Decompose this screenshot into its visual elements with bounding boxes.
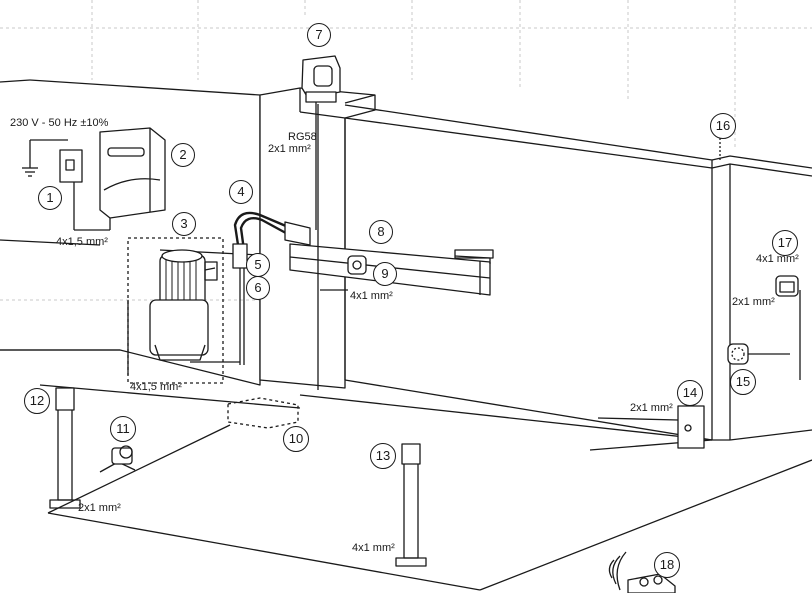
earth-symbol bbox=[22, 139, 68, 177]
callout-11: 11 bbox=[110, 416, 136, 442]
cable-label-photocell-post: 2x1 mm² bbox=[78, 502, 121, 514]
callout-12: 12 bbox=[24, 388, 50, 414]
callout-3: 3 bbox=[172, 212, 196, 236]
cable-label-mains: 4x1,5 mm² bbox=[56, 236, 108, 248]
cable-stop bbox=[99, 445, 136, 473]
callout-13: 13 bbox=[370, 443, 396, 469]
valve-block bbox=[232, 243, 248, 269]
callout-10: 10 bbox=[283, 426, 309, 452]
photocell-pillar bbox=[320, 255, 367, 291]
pump-enclosure bbox=[127, 237, 240, 384]
photocell-right bbox=[727, 343, 790, 365]
flashing-light bbox=[301, 55, 341, 230]
junction-box bbox=[227, 104, 319, 429]
cable-label-light-17: 4x1 mm² bbox=[756, 253, 799, 265]
callout-1: 1 bbox=[38, 186, 62, 210]
callout-2: 2 bbox=[171, 143, 195, 167]
photocell-post-left bbox=[49, 387, 81, 509]
power-supply-label: 230 V - 50 Hz ±10% bbox=[10, 117, 109, 129]
right-pillar bbox=[711, 135, 812, 441]
cable-label-photocell-15: 2x1 mm² bbox=[732, 296, 775, 308]
antenna-cable-type-label: RG58 bbox=[288, 131, 317, 143]
callout-7: 7 bbox=[307, 23, 331, 47]
warning-light bbox=[775, 275, 801, 380]
callout-8: 8 bbox=[369, 220, 393, 244]
control-unit bbox=[99, 127, 166, 219]
callout-16: 16 bbox=[710, 113, 736, 139]
background-grid bbox=[0, 0, 812, 301]
cable-label-post-13: 4x1 mm² bbox=[352, 542, 395, 554]
remote-control bbox=[608, 551, 676, 593]
callout-6: 6 bbox=[246, 276, 270, 300]
callout-17: 17 bbox=[772, 230, 798, 256]
key-selector bbox=[597, 405, 705, 449]
hydraulic-hoses bbox=[233, 211, 301, 259]
cable-label-pump: 4x1,5 mm² bbox=[130, 381, 182, 393]
callout-4: 4 bbox=[229, 180, 253, 204]
cable-label-photocell-9: 4x1 mm² bbox=[350, 290, 393, 302]
cable-label-keyswitch: 2x1 mm² bbox=[630, 402, 673, 414]
callout-9: 9 bbox=[373, 262, 397, 286]
callout-14: 14 bbox=[677, 380, 703, 406]
callout-15: 15 bbox=[730, 369, 756, 395]
callout-18: 18 bbox=[654, 552, 680, 578]
callout-5: 5 bbox=[246, 253, 270, 277]
circuit-breaker bbox=[59, 149, 111, 231]
antenna-cable-wire-label: 2x1 mm² bbox=[268, 143, 311, 155]
photocell-post-right bbox=[395, 443, 427, 567]
ground-outline bbox=[0, 349, 812, 591]
